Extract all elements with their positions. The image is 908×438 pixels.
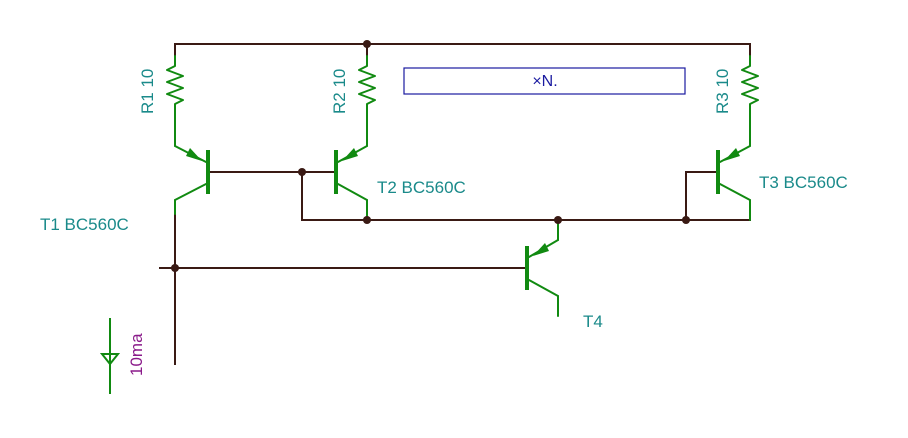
transistor-t3[interactable] bbox=[716, 139, 751, 221]
transistor-t2[interactable] bbox=[334, 139, 368, 221]
labels: R1 10 R2 10 R3 10 T1 BC560C T2 BC560C T3… bbox=[40, 69, 848, 376]
transistor-t4[interactable] bbox=[525, 219, 559, 317]
label-t4: T4 bbox=[583, 312, 603, 331]
transistor-t1[interactable] bbox=[174, 139, 210, 215]
resistor-r1[interactable] bbox=[166, 55, 184, 141]
resistor-r2[interactable] bbox=[358, 55, 376, 141]
label-r1: R1 10 bbox=[138, 69, 157, 114]
label-r3: R3 10 bbox=[713, 69, 732, 114]
probe-box[interactable]: ×N. bbox=[403, 67, 686, 95]
label-t2: T2 BC560C bbox=[377, 178, 466, 197]
junctions bbox=[171, 40, 690, 272]
label-current-source: 10ma bbox=[127, 333, 146, 376]
junction-top-rail bbox=[363, 40, 371, 48]
t3-base-tie-wire bbox=[685, 171, 719, 221]
junction-t2-collector bbox=[363, 216, 371, 224]
probe-box-text: ×N. bbox=[532, 73, 557, 90]
junction-base-link bbox=[298, 168, 306, 176]
resistor-r3[interactable] bbox=[741, 55, 759, 141]
wires bbox=[159, 43, 751, 365]
label-r2: R2 10 bbox=[330, 69, 349, 114]
current-source-10ma[interactable] bbox=[99, 318, 121, 394]
junction-t3-base bbox=[682, 216, 690, 224]
label-t3: T3 BC560C bbox=[759, 173, 848, 192]
junction-t4-emitter bbox=[554, 216, 562, 224]
label-t1: T1 BC560C bbox=[40, 215, 129, 234]
junction-t1-collector bbox=[171, 264, 179, 272]
